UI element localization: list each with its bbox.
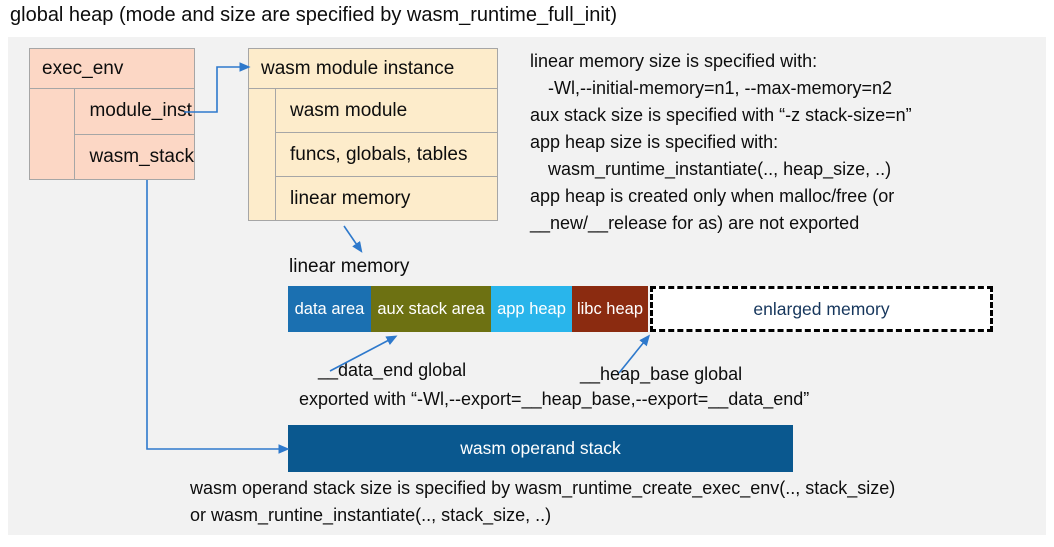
- heap-base-global-label: __heap_base global: [580, 364, 743, 384]
- exec-env-box: exec_env module_inst wasm_stack: [29, 48, 195, 180]
- data-end-global-label: __data_end global: [318, 360, 467, 380]
- exec-env-field-module-inst: module_inst: [75, 89, 194, 135]
- wasm-module-instance-rows: wasm module funcs, globals, tables linea…: [276, 89, 497, 220]
- exec-env-rows: module_inst wasm_stack: [75, 89, 194, 179]
- instance-field-linear-memory: linear memory: [290, 187, 411, 209]
- note-line: app heap is created only when malloc/fre…: [530, 186, 895, 206]
- note-line: linear memory size is specified with:: [530, 51, 818, 71]
- operand-stack-note-line1: wasm operand stack size is specified by …: [190, 478, 896, 498]
- note-line: app heap size is specified with:: [530, 132, 779, 152]
- segment-aux-stack-area: aux stack area: [371, 286, 491, 332]
- linear-memory-label: linear memory: [289, 256, 410, 277]
- linear-memory-bar: data area aux stack area app heap libc h…: [288, 286, 648, 332]
- wasm-module-instance-indent: [249, 89, 276, 220]
- wasm-module-instance-body: wasm module funcs, globals, tables linea…: [249, 89, 497, 220]
- segment-libc-heap: libc heap: [572, 286, 648, 332]
- exec-env-indent: [30, 89, 76, 179]
- wasm-module-instance-title: wasm module instance: [249, 49, 497, 89]
- wasm-module-instance-box: wasm module instance wasm module funcs, …: [248, 48, 498, 221]
- note-line: -Wl,--initial-memory=n1, --max-memory=n2: [548, 78, 893, 98]
- instance-field-funcs-globals-tables: funcs, globals, tables: [276, 133, 497, 177]
- operand-stack-note-line2: or wasm_runtine_instantiate(.., stack_si…: [190, 505, 552, 525]
- instance-field-wasm-module: wasm module: [276, 89, 497, 133]
- segment-enlarged-memory: enlarged memory: [650, 286, 993, 332]
- size-notes-block: linear memory size is specified with: -W…: [530, 48, 1042, 237]
- exec-env-field-wasm-stack: wasm_stack: [89, 145, 194, 167]
- segment-data-area: data area: [288, 286, 371, 332]
- note-line: wasm_runtime_instantiate(.., heap_size, …: [548, 159, 892, 179]
- exec-env-body: module_inst wasm_stack: [30, 89, 194, 179]
- export-flags-note: exported with “-Wl,--export=__heap_base,…: [299, 389, 810, 409]
- wasm-operand-stack-box: wasm operand stack: [288, 425, 793, 472]
- diagram-title: global heap (mode and size are specified…: [10, 4, 617, 26]
- note-line: __new/__release for as) are not exported: [530, 213, 860, 233]
- exec-env-title: exec_env: [30, 49, 194, 89]
- note-line: aux stack size is specified with “-z sta…: [530, 105, 912, 125]
- segment-app-heap: app heap: [491, 286, 572, 332]
